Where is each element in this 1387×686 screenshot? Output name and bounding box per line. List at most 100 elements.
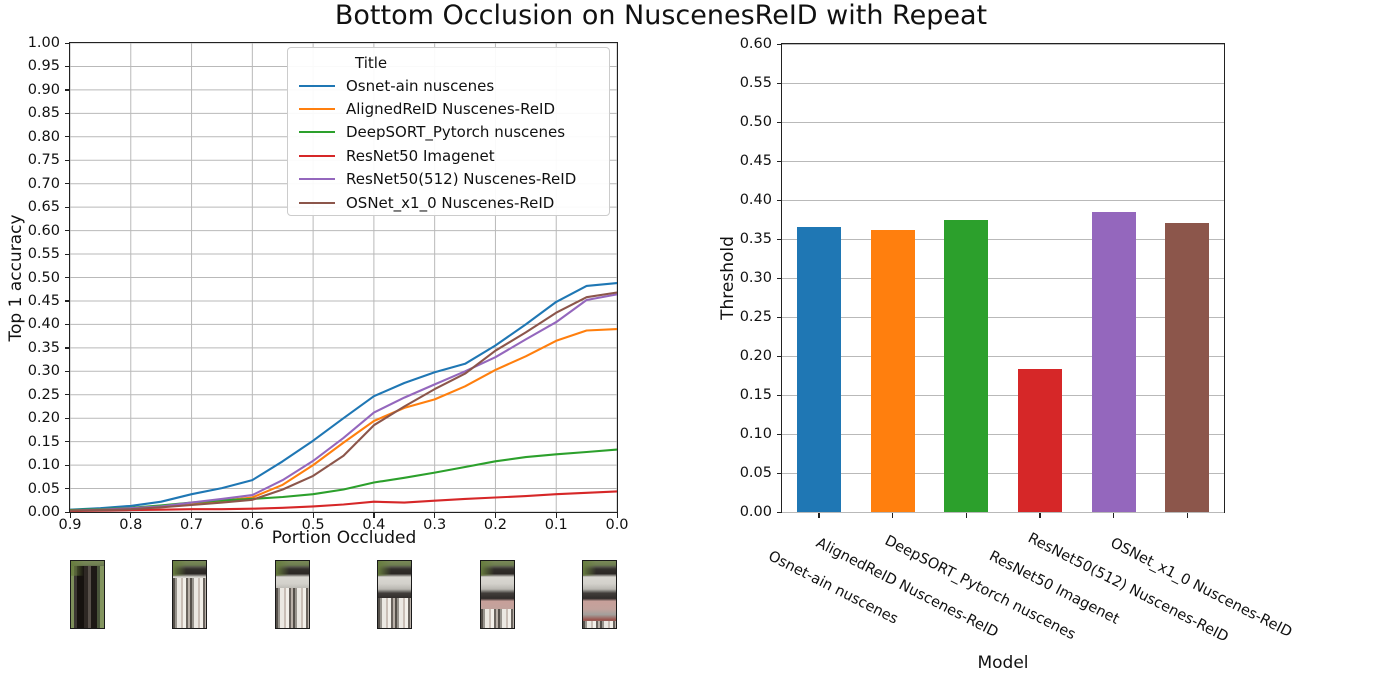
tick-mark xyxy=(65,441,70,443)
y-tick-label: 0.05 xyxy=(739,465,772,481)
y-tick-label: 0.50 xyxy=(739,114,772,130)
tick-mark xyxy=(312,513,314,518)
bar-6 xyxy=(1165,223,1210,512)
tick-mark xyxy=(65,277,70,279)
tick-mark xyxy=(65,159,70,161)
y-tick-label: 0.40 xyxy=(27,316,60,333)
legend-entry-label: AlignedReID Nuscenes-ReID xyxy=(346,100,556,119)
y-tick-label: 0.90 xyxy=(27,81,60,98)
tick-mark xyxy=(434,513,436,518)
y-tick-label: 0.35 xyxy=(27,339,60,356)
y-tick-label: 0.35 xyxy=(739,231,772,247)
tick-mark xyxy=(777,160,782,162)
tick-mark xyxy=(1186,513,1188,518)
gridline-h xyxy=(782,44,1224,45)
tick-mark xyxy=(65,300,70,302)
x-tick-label: 0.5 xyxy=(301,517,325,533)
tick-mark xyxy=(130,513,132,518)
tick-mark xyxy=(65,89,70,91)
tick-mark xyxy=(494,513,497,518)
tick-mark xyxy=(65,253,70,255)
occluded-person-thumbnail xyxy=(274,560,310,629)
legend-entry-label: OSNet_x1_0 Nuscenes-ReID xyxy=(346,193,555,212)
series-line xyxy=(68,291,619,512)
tick-mark xyxy=(65,136,70,138)
legend-line-swatch xyxy=(299,201,335,204)
legend-line-swatch xyxy=(299,178,335,181)
y-tick-label: 0.00 xyxy=(739,504,772,520)
left-xaxis-label: Portion Occluded xyxy=(271,528,417,548)
x-tick-label: 0.4 xyxy=(362,517,386,533)
legend-entry: ResNet50(512) Nuscenes-ReID xyxy=(299,168,599,191)
figure-title: Bottom Occlusion on NuscenesReID with Re… xyxy=(334,0,988,31)
gridline-h xyxy=(782,356,1224,357)
bar-2 xyxy=(870,229,915,512)
series-line xyxy=(68,490,619,513)
tick-mark xyxy=(65,42,70,44)
y-tick-label: 0.00 xyxy=(27,504,60,520)
occluded-person-thumbnail xyxy=(70,560,105,629)
y-tick-label: 0.15 xyxy=(739,387,772,403)
gridline-h xyxy=(782,395,1224,396)
y-tick-label: 0.70 xyxy=(27,175,60,192)
tick-mark xyxy=(777,394,782,396)
tick-mark xyxy=(965,513,967,518)
y-tick-label: 0.60 xyxy=(27,222,60,239)
background-foliage xyxy=(480,561,514,628)
tick-mark xyxy=(69,513,71,518)
tick-mark xyxy=(777,316,782,318)
x-tick-label: 0.8 xyxy=(119,517,143,533)
y-tick-label: 0.60 xyxy=(739,36,772,52)
y-tick-label: 0.45 xyxy=(27,292,60,309)
gridline-h xyxy=(782,512,1224,513)
x-tick-label: 0.9 xyxy=(58,517,82,533)
x-tick-label: 0.1 xyxy=(544,517,568,533)
tick-mark xyxy=(65,112,70,115)
y-tick-label: 0.20 xyxy=(739,348,772,364)
background-foliage xyxy=(275,561,309,628)
series-line xyxy=(68,282,619,511)
gridline-h xyxy=(782,278,1224,279)
tick-mark xyxy=(65,230,70,232)
tick-mark xyxy=(251,513,254,518)
tick-mark xyxy=(777,472,782,474)
legend-line-swatch xyxy=(299,131,335,134)
x-tick-label: 0.6 xyxy=(240,517,264,533)
tick-mark xyxy=(65,347,70,349)
occluded-person-thumbnail xyxy=(582,560,617,629)
y-tick-label: 0.05 xyxy=(27,480,60,497)
bar-4 xyxy=(1017,369,1062,512)
gridline-h xyxy=(782,122,1224,123)
tick-mark xyxy=(777,121,782,123)
tick-mark xyxy=(777,511,782,513)
y-tick-label: 0.40 xyxy=(739,192,772,208)
bar-1 xyxy=(796,227,841,512)
tick-mark xyxy=(892,513,894,518)
y-tick-label: 0.50 xyxy=(27,269,60,286)
y-tick-label: 0.20 xyxy=(27,410,60,427)
tick-mark xyxy=(1039,513,1041,518)
y-tick-label: 0.95 xyxy=(27,58,60,75)
legend-entry: AlignedReID Nuscenes-ReID xyxy=(299,97,599,120)
y-tick-label: 0.55 xyxy=(739,75,772,91)
tick-mark xyxy=(373,513,375,518)
x-tick-label: 0.2 xyxy=(483,517,507,533)
left-yaxis-label: Top 1 accuracy xyxy=(6,214,26,342)
legend-line-swatch xyxy=(299,154,335,157)
x-tick-label: 0.3 xyxy=(423,517,447,533)
tick-mark xyxy=(777,43,782,45)
legend-line-swatch xyxy=(299,108,335,111)
gridline-h xyxy=(782,83,1224,84)
y-tick-label: 0.30 xyxy=(739,270,772,286)
tick-mark xyxy=(818,513,820,518)
legend-entry-label: ResNet50(512) Nuscenes-ReID xyxy=(346,170,577,189)
legend-entry: ResNet50 Imagenet xyxy=(299,144,599,167)
gridline-h xyxy=(782,239,1224,240)
occluded-person-thumbnail xyxy=(479,560,515,629)
occluded-person-thumbnail xyxy=(377,560,413,629)
tick-mark xyxy=(65,464,70,466)
y-tick-label: 0.30 xyxy=(27,363,60,380)
y-tick-label: 0.65 xyxy=(27,199,60,216)
